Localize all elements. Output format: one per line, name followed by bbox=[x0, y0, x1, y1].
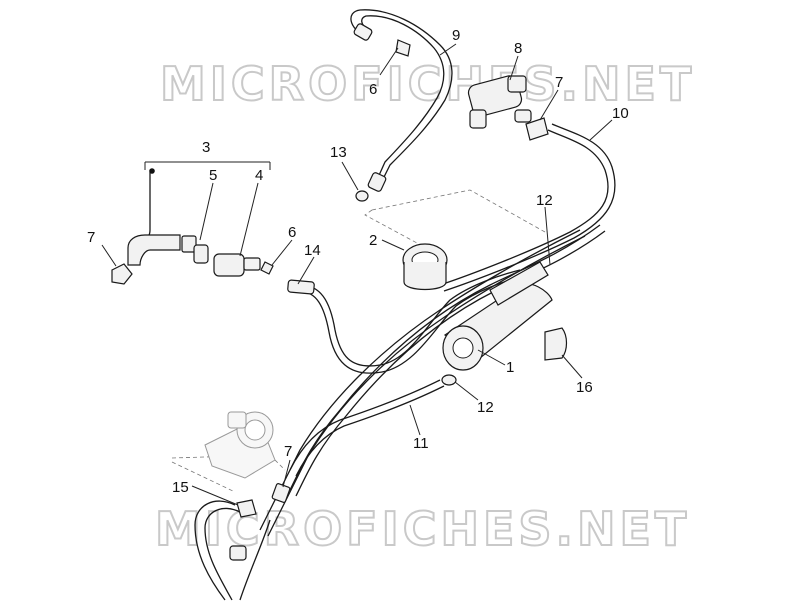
small-parts bbox=[229, 39, 568, 561]
callout-16: 16 bbox=[576, 379, 593, 396]
callout-11: 11 bbox=[413, 435, 429, 452]
callout-6-top: 6 bbox=[369, 81, 377, 98]
part-16-clip bbox=[544, 327, 568, 361]
part-5-sleeve bbox=[181, 235, 197, 253]
hose-end-9 bbox=[367, 172, 387, 192]
callout-13: 13 bbox=[330, 144, 347, 161]
callout-7-bottom: 7 bbox=[284, 443, 292, 460]
hose-joint-bottom bbox=[229, 545, 247, 561]
callout-2: 2 bbox=[369, 232, 377, 249]
part-2-clamp bbox=[402, 243, 448, 291]
part-12-ring bbox=[441, 374, 457, 386]
part-6-clip-top bbox=[395, 39, 411, 57]
part-6-spring-clip bbox=[260, 261, 274, 275]
part-7-clamp-top bbox=[525, 117, 549, 141]
watermark-top: MICROFICHES.NET bbox=[160, 57, 695, 111]
callout-10: 10 bbox=[612, 105, 629, 122]
callout-15: 15 bbox=[172, 479, 189, 496]
hose-end-9b bbox=[353, 23, 373, 41]
callout-7-top: 7 bbox=[555, 74, 563, 91]
elbow-hose bbox=[127, 234, 181, 266]
part-4-outlet bbox=[243, 257, 261, 271]
throttle-body bbox=[204, 411, 276, 479]
part-8-valve bbox=[467, 75, 532, 129]
callout-7-left: 7 bbox=[87, 229, 95, 246]
callout-9: 9 bbox=[452, 27, 460, 44]
callout-14: 14 bbox=[304, 242, 321, 259]
callout-3-dot bbox=[149, 168, 155, 174]
callout-5: 5 bbox=[209, 167, 217, 184]
part-15-clamp bbox=[236, 499, 257, 518]
part-13-ring bbox=[355, 190, 369, 202]
part-3-assembly bbox=[111, 172, 274, 285]
callout-4: 4 bbox=[255, 167, 263, 184]
callout-3: 3 bbox=[202, 139, 210, 156]
part-4-valve bbox=[213, 253, 245, 277]
part-5-ring bbox=[193, 244, 209, 264]
hose-end-14 bbox=[287, 279, 315, 295]
callout-12-bottom: 12 bbox=[477, 399, 494, 416]
part-1-canister bbox=[442, 261, 553, 371]
callouts: 9 8 6 7 10 13 3 5 4 12 7 6 14 2 1 16 12 … bbox=[87, 27, 629, 496]
callout-6-mid: 6 bbox=[288, 224, 296, 241]
leader-lines bbox=[101, 43, 613, 506]
callout-8: 8 bbox=[514, 40, 522, 57]
callout-12-top: 12 bbox=[536, 192, 553, 209]
part-7-clamp-left bbox=[111, 263, 133, 285]
callout-1: 1 bbox=[506, 359, 514, 376]
